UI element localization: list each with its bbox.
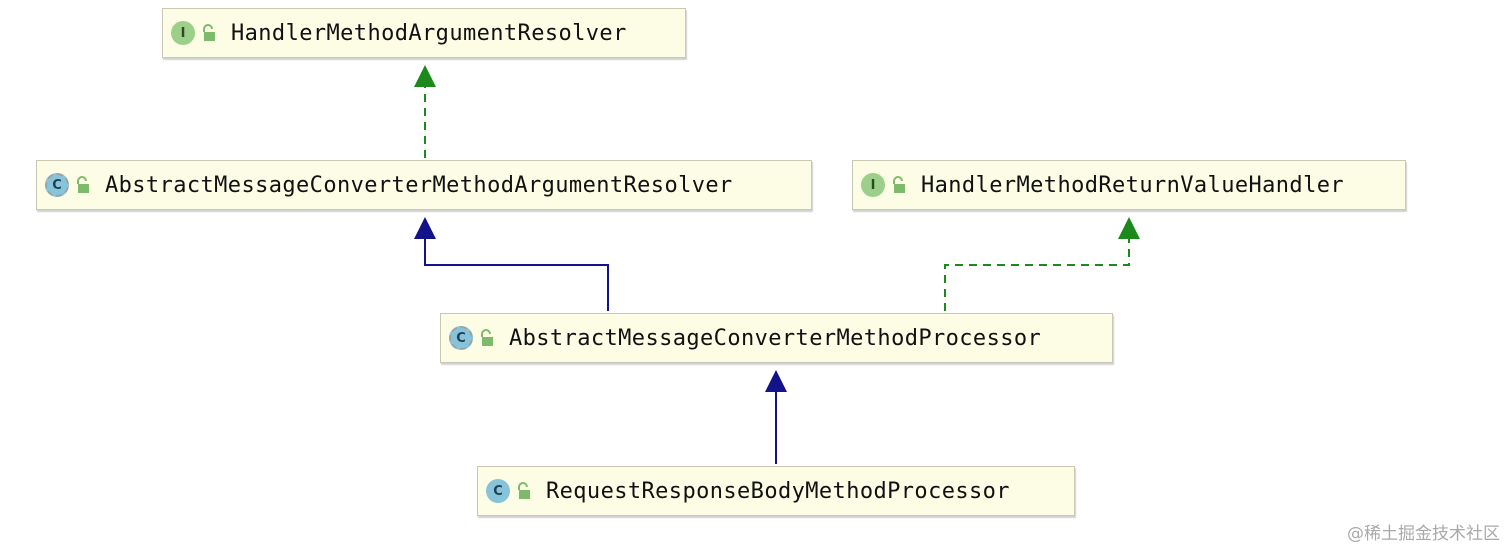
- node-label: HandlerMethodReturnValueHandler: [921, 172, 1344, 198]
- edge-extends-method-processor: [765, 370, 787, 464]
- node-handler-method-return-value-handler[interactable]: I HandlerMethodReturnValueHandler: [852, 160, 1406, 210]
- node-request-response-body-method-processor[interactable]: C RequestResponseBodyMethodProcessor: [477, 466, 1075, 516]
- interface-badge-icon: I: [171, 21, 195, 45]
- watermark: @稀土掘金技术社区: [1347, 524, 1500, 544]
- public-access-icon: [203, 24, 215, 41]
- node-label: AbstractMessageConverterMethodProcessor: [509, 325, 1042, 351]
- abstract-class-badge-icon: C: [45, 173, 69, 197]
- node-label: RequestResponseBodyMethodProcessor: [546, 478, 1010, 504]
- public-access-icon: [893, 176, 905, 193]
- public-access-icon: [518, 482, 530, 499]
- node-handler-method-argument-resolver[interactable]: I HandlerMethodArgumentResolver: [162, 8, 686, 58]
- node-abstract-message-converter-method-processor[interactable]: C AbstractMessageConverterMethodProcesso…: [440, 313, 1113, 363]
- edge-implements-argument-resolver: [414, 65, 436, 158]
- public-access-icon: [481, 329, 493, 346]
- node-label: AbstractMessageConverterMethodArgumentRe…: [105, 172, 733, 198]
- interface-badge-icon: I: [861, 173, 885, 197]
- class-badge-icon: C: [486, 479, 510, 503]
- node-abstract-message-converter-method-argument-resolver[interactable]: C AbstractMessageConverterMethodArgument…: [36, 160, 812, 210]
- edge-extends-argument-resolver: [414, 217, 609, 311]
- edge-implements-return-value-handler: [944, 217, 1140, 311]
- abstract-class-badge-icon: C: [449, 326, 473, 350]
- node-label: HandlerMethodArgumentResolver: [231, 20, 627, 46]
- public-access-icon: [77, 176, 89, 193]
